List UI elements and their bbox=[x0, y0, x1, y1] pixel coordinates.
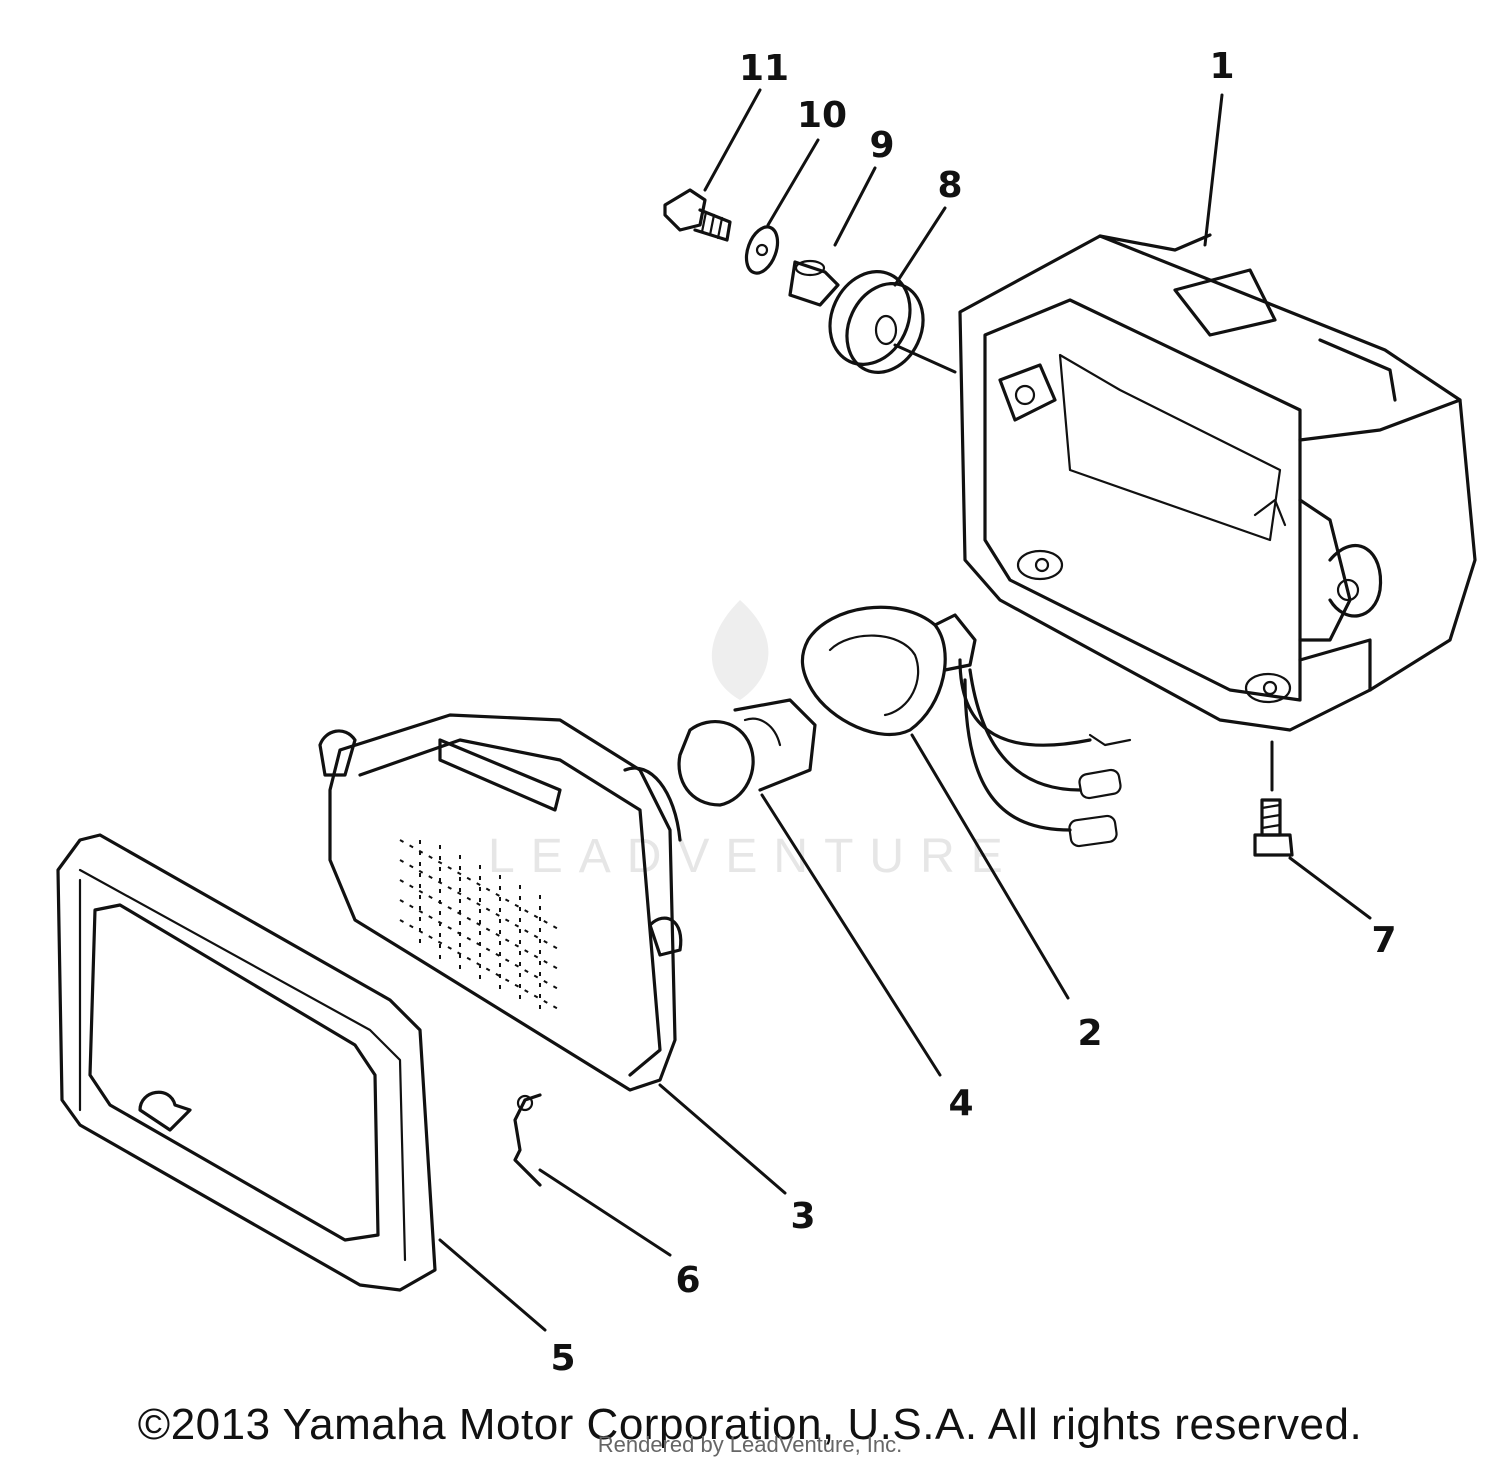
callout-10: 10 bbox=[797, 95, 847, 136]
part-6-adjusting-screw bbox=[513, 1093, 542, 1187]
part-3-sealed-beam-unit bbox=[318, 713, 683, 1092]
leader-8b bbox=[893, 343, 957, 374]
leader-3 bbox=[658, 1083, 787, 1195]
callout-3: 3 bbox=[790, 1196, 815, 1237]
part-11-bolt bbox=[663, 188, 732, 242]
callout-1: 1 bbox=[1209, 46, 1234, 87]
callout-7: 7 bbox=[1371, 920, 1396, 961]
callout-6: 6 bbox=[675, 1260, 700, 1301]
part-2-socket-with-wires bbox=[800, 605, 1132, 848]
callout-9: 9 bbox=[869, 125, 894, 166]
part-8-grommet bbox=[828, 270, 925, 374]
leader-11 bbox=[703, 88, 762, 192]
leader-4 bbox=[760, 793, 942, 1077]
watermark-text: LEADVENTURE bbox=[488, 830, 1019, 883]
leader-8 bbox=[893, 206, 947, 287]
watermark: LEADVENTURE bbox=[488, 600, 1019, 883]
callout-8: 8 bbox=[937, 165, 962, 206]
part-4-bulb bbox=[677, 698, 817, 807]
leader-6 bbox=[538, 1168, 672, 1257]
leader-1 bbox=[1203, 93, 1224, 247]
callout-11: 11 bbox=[739, 48, 789, 89]
callout-4: 4 bbox=[948, 1083, 973, 1124]
copyright-notice: ©2013 Yamaha Motor Corporation, U.S.A. A… bbox=[137, 1400, 1363, 1449]
leader-5 bbox=[438, 1238, 547, 1332]
lens-grid-pattern bbox=[399, 839, 561, 1011]
callout-2: 2 bbox=[1077, 1013, 1102, 1054]
part-7-screw bbox=[1253, 798, 1294, 857]
leader-lines bbox=[438, 88, 1372, 1332]
part-9-collar bbox=[788, 259, 840, 307]
part-1-headlight-housing bbox=[958, 233, 1477, 732]
leader-7 bbox=[1288, 856, 1372, 920]
part-5-headlight-rim bbox=[56, 833, 437, 1292]
part-10-washer bbox=[744, 225, 780, 275]
callout-labels: 1 2 3 4 5 6 7 8 9 10 11 bbox=[550, 46, 1396, 1379]
leader-10 bbox=[766, 138, 820, 227]
callout-5: 5 bbox=[550, 1338, 575, 1379]
leader-9 bbox=[833, 166, 877, 247]
rendered-by-note: Rendered by LeadVenture, Inc. bbox=[597, 1432, 903, 1457]
leader-2 bbox=[910, 733, 1070, 1000]
